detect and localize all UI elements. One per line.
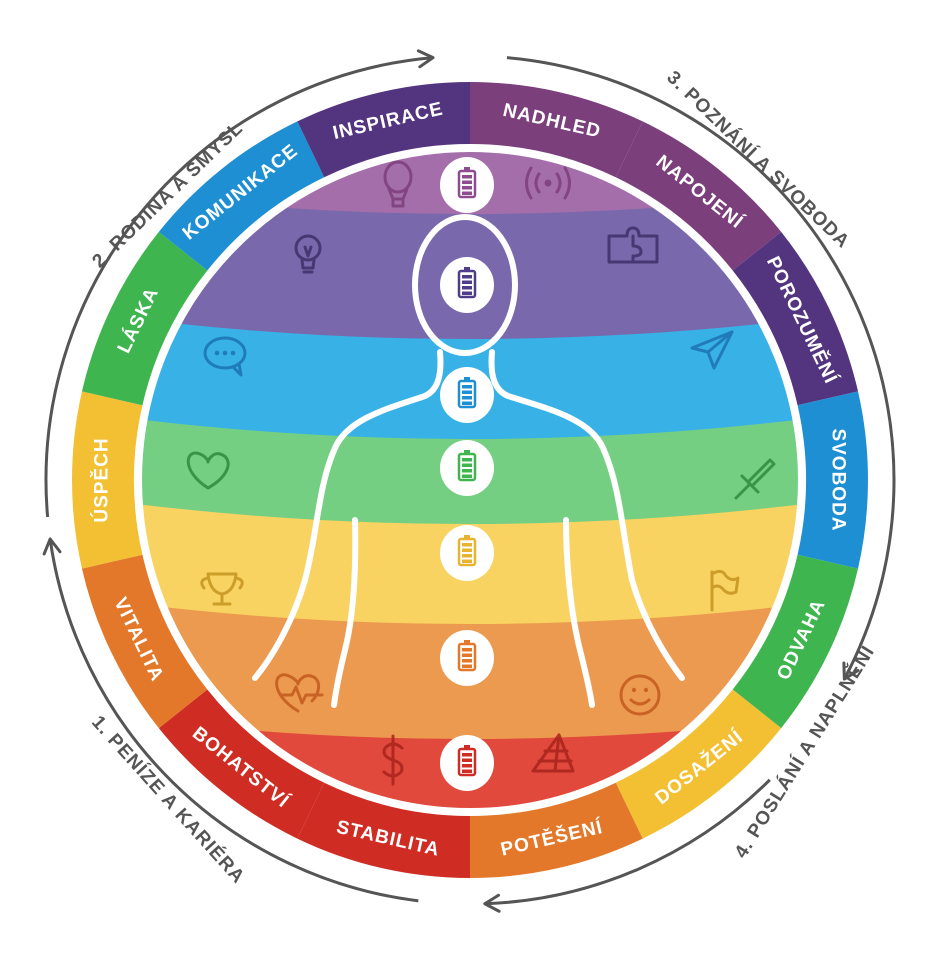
paper-plane-icon	[690, 330, 734, 370]
chakra-batteries	[440, 157, 494, 791]
ring-segment-komunikace	[158, 121, 325, 271]
ring-segment-stabilita	[297, 782, 470, 878]
neck-shoulders-outline	[252, 349, 444, 681]
pyramid-icon	[531, 733, 575, 773]
cycle-arrow	[483, 778, 771, 913]
cycle-arrow	[506, 56, 896, 681]
battery-icon	[440, 157, 494, 213]
chat-bubble-icon	[203, 336, 247, 377]
ring-segment-poteseni	[470, 782, 643, 878]
battery-icon	[440, 257, 494, 313]
lightbulb-icon	[294, 234, 322, 274]
neck-shoulders-right-outline	[488, 349, 685, 681]
ring-segment-svoboda	[797, 391, 868, 569]
chakra-icons	[186, 160, 776, 786]
dollar-icon	[382, 734, 404, 786]
ring-segment-odvaha	[732, 554, 859, 729]
battery-icon	[440, 367, 494, 423]
ring-label-svoboda: SVOBODA	[828, 428, 849, 531]
sword-icon	[734, 458, 776, 500]
battery-icon	[440, 440, 494, 496]
cycle-arrow	[44, 49, 435, 518]
ring-segment-uspech	[71, 391, 143, 569]
ring-segment-inspirace	[297, 82, 470, 178]
balloon-icon	[383, 160, 413, 208]
ring-segment-porozumeni	[732, 231, 859, 406]
ring-segment-nadhled	[470, 82, 643, 178]
ring-label-uspech: ÚSPĚCH	[91, 437, 113, 522]
ring-segment-laska	[81, 231, 208, 406]
signal-icon	[525, 166, 571, 200]
left-arm-inner-outline	[331, 517, 359, 708]
puzzle-icon	[607, 226, 659, 264]
trophy-icon	[200, 572, 244, 606]
ring-segment-vitalita	[81, 554, 208, 729]
right-arm-inner-outline	[563, 517, 595, 708]
ring-segment-bohatstvi	[158, 689, 325, 839]
battery-icon	[440, 630, 494, 686]
ring-segment-dosazeni	[615, 689, 782, 839]
flag-icon	[710, 569, 740, 612]
inner-ring-border	[136, 146, 804, 814]
outer-arrows	[42, 49, 896, 913]
head-outline	[412, 214, 518, 356]
ring-segments	[71, 82, 868, 878]
cycle-arrow	[42, 537, 419, 903]
heart-icon	[186, 451, 230, 490]
smiley-icon	[619, 674, 661, 716]
battery-icon	[440, 525, 494, 581]
heartbeat-icon	[275, 673, 324, 713]
ring-segment-napojeni	[615, 121, 782, 271]
battery-icon	[440, 735, 494, 791]
body-silhouette	[252, 214, 685, 708]
